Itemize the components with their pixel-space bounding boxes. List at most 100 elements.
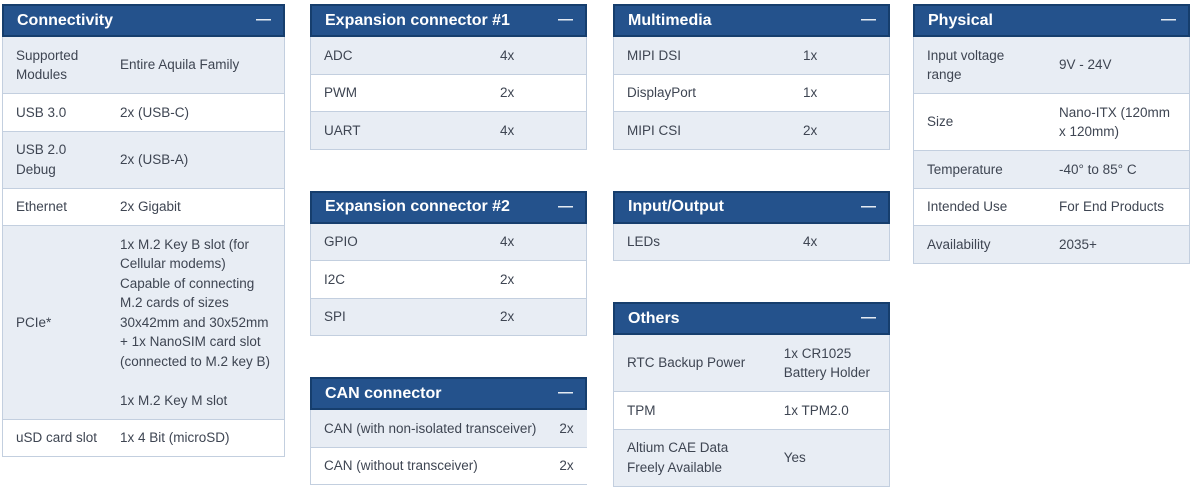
table-row: GPIO 4x <box>311 223 586 261</box>
row-value: 2x (USB-A) <box>106 130 284 188</box>
table-header-expansion1[interactable]: Expansion connector #1 — <box>310 4 587 37</box>
row-label: Supported Modules <box>16 47 79 83</box>
table-row: PCIe*1x M.2 Key B slot (for Cellular mod… <box>3 225 284 419</box>
row-label: DisplayPort <box>614 73 790 112</box>
row-value: Entire Aquila Family <box>119 57 240 73</box>
row-value: 1x <box>803 47 818 63</box>
row-value: 1x TPM2.0 <box>770 391 889 429</box>
row-value: 1x CR1025 Battery Holder <box>783 345 871 381</box>
collapse-minus-icon[interactable]: — <box>558 11 573 28</box>
spec-sheet: Connectivity — Supported Modules Entire A… <box>2 4 1190 487</box>
collapse-minus-icon[interactable]: — <box>256 11 271 28</box>
collapse-minus-icon[interactable]: — <box>861 309 876 326</box>
table-header-can[interactable]: CAN connector — <box>310 377 587 410</box>
row-label: RTC Backup Power <box>627 355 746 371</box>
row-value: 4x <box>500 234 515 249</box>
row-value: Yes <box>770 428 889 486</box>
table-row: MIPI DSI 1x <box>614 37 889 74</box>
row-label: Input voltage range <box>927 47 1005 83</box>
spec-table-others: Others — RTC Backup Power 1x CR1025 Batte… <box>613 302 890 487</box>
row-label: GPIO <box>324 234 358 249</box>
collapse-minus-icon[interactable]: — <box>861 197 876 215</box>
table-header-others[interactable]: Others — <box>613 302 890 335</box>
row-label: CAN (without transceiver) <box>311 446 547 484</box>
row-label: Intended Use <box>914 187 1046 226</box>
row-label: LEDs <box>627 234 661 249</box>
row-label: Temperature <box>914 150 1046 188</box>
row-label: PCIe* <box>3 225 107 419</box>
row-label: I2C <box>311 260 487 298</box>
row-label: UART <box>311 111 487 149</box>
table-title-others: Others <box>628 309 680 327</box>
table-header-connectivity[interactable]: Connectivity — <box>2 4 285 37</box>
collapse-minus-icon[interactable]: — <box>558 197 573 215</box>
row-label: MIPI CSI <box>614 111 790 149</box>
collapse-minus-icon[interactable]: — <box>1161 11 1176 28</box>
row-value: 2x <box>559 420 574 436</box>
table-row: RTC Backup Power 1x CR1025 Battery Holder <box>614 335 889 392</box>
table-row: CAN (without transceiver)2x <box>311 446 587 484</box>
row-label: CAN (with non-isolated transceiver) <box>324 420 537 436</box>
column-connectivity: Connectivity — Supported Modules Entire A… <box>2 4 285 457</box>
column-physical: Physical — Input voltage range 9V - 24V Si… <box>913 4 1190 264</box>
row-value: 2x Gigabit <box>106 187 284 226</box>
table-body-others: RTC Backup Power 1x CR1025 Battery Holder… <box>613 335 890 487</box>
collapse-minus-icon[interactable]: — <box>861 11 876 28</box>
row-value: 2035+ <box>1046 225 1189 263</box>
table-title-io: Input/Output <box>628 198 724 215</box>
row-label: MIPI DSI <box>627 47 682 63</box>
row-label: ADC <box>324 47 353 63</box>
row-value: 2x <box>487 73 586 112</box>
row-value: For End Products <box>1046 187 1189 226</box>
row-label: SPI <box>311 297 487 335</box>
row-value: 1x 4 Bit (microSD) <box>106 418 284 456</box>
row-value: 9V - 24V <box>1059 57 1112 73</box>
table-header-physical[interactable]: Physical — <box>913 4 1190 37</box>
table-header-expansion2[interactable]: Expansion connector #2 — <box>310 190 587 224</box>
collapse-minus-icon[interactable]: — <box>558 384 573 401</box>
row-value: 4x <box>500 47 515 63</box>
row-value: Nano-ITX (120mm x 120mm) <box>1046 93 1189 151</box>
row-value: 2x <box>487 260 586 298</box>
table-row: ADC 4x <box>311 37 586 74</box>
row-label: USB 3.0 <box>3 93 107 131</box>
row-value: 2x <box>790 111 889 149</box>
row-value: 1x M.2 Key B slot (for Cellular modems)C… <box>106 225 284 419</box>
spec-table-can: CAN connector — CAN (with non-isolated t… <box>310 377 587 485</box>
table-header-io[interactable]: Input/Output — <box>613 190 890 224</box>
spec-table-connectivity: Connectivity — Supported Modules Entire A… <box>2 4 285 457</box>
table-title-can: CAN connector <box>325 384 442 402</box>
table-row: Temperature-40° to 85° C <box>914 150 1189 188</box>
row-label: TPM <box>614 391 771 429</box>
row-value: 1x <box>790 73 889 112</box>
table-title-physical: Physical <box>928 11 993 29</box>
table-title-expansion2: Expansion connector #2 <box>325 198 510 215</box>
row-label: Altium CAE Data Freely Available <box>614 428 771 486</box>
row-label: USB 2.0 Debug <box>3 130 107 188</box>
table-header-multimedia[interactable]: Multimedia — <box>613 4 890 37</box>
